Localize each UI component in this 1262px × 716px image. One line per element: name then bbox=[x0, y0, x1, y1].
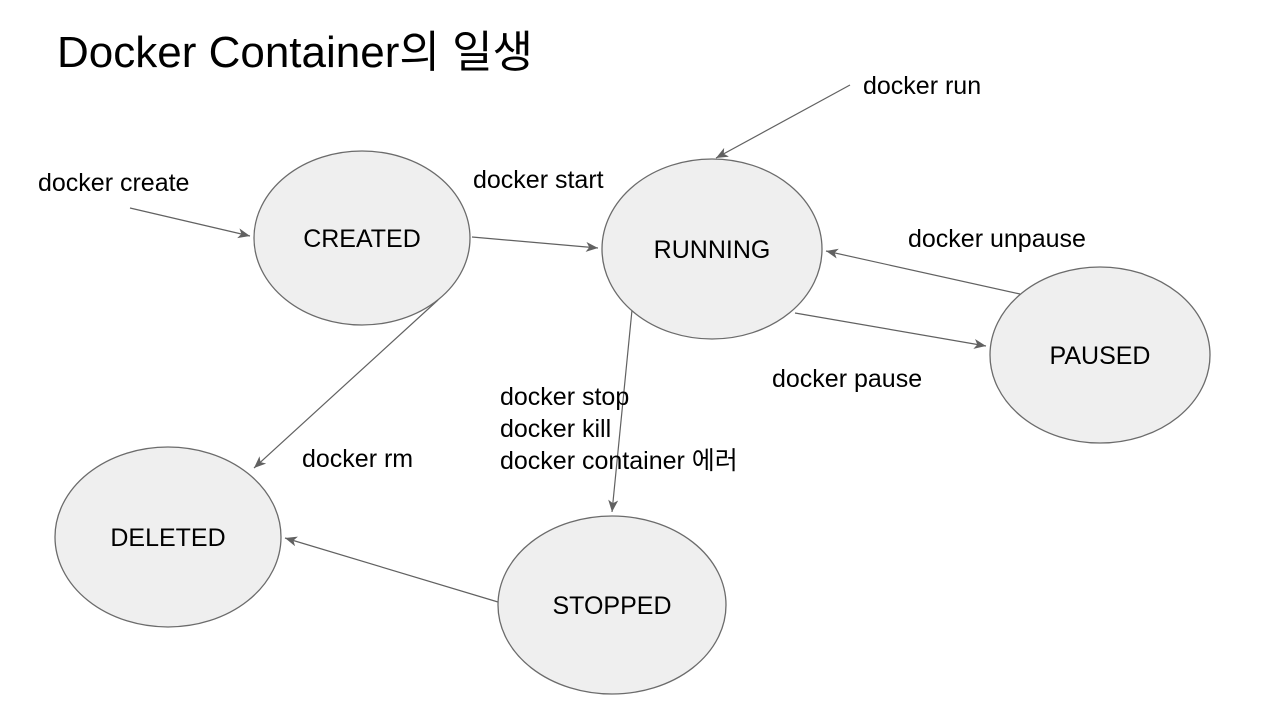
state-node-deleted: DELETED bbox=[54, 446, 282, 628]
arrow-docker-stop-kill bbox=[608, 309, 633, 513]
edge-label-docker-pause: docker pause bbox=[772, 365, 922, 393]
state-node-created: CREATED bbox=[253, 150, 471, 326]
state-label-paused: PAUSED bbox=[1050, 342, 1151, 370]
state-ellipse-deleted bbox=[54, 446, 282, 628]
edge-label-docker-rm: docker rm bbox=[302, 445, 413, 473]
arrow-docker-unpause bbox=[825, 248, 1021, 295]
state-node-paused: PAUSED bbox=[989, 266, 1211, 444]
edge-label-docker-stop-line2: docker kill bbox=[500, 415, 611, 443]
state-label-stopped: STOPPED bbox=[552, 592, 671, 620]
edge-label-docker-run: docker run bbox=[863, 72, 981, 100]
state-label-created: CREATED bbox=[303, 225, 421, 253]
edge-label-docker-create: docker create bbox=[38, 169, 189, 197]
arrow-docker-create bbox=[129, 207, 251, 239]
arrow-docker-start bbox=[471, 236, 599, 252]
edge-label-docker-start: docker start bbox=[473, 166, 604, 194]
arrow-docker-run bbox=[715, 84, 851, 159]
state-ellipse-paused bbox=[989, 266, 1211, 444]
edge-label-docker-stop-line1: docker stop bbox=[500, 383, 629, 411]
arrow-docker-pause bbox=[794, 312, 987, 349]
state-ellipse-running bbox=[601, 158, 823, 340]
state-ellipse-stopped bbox=[497, 515, 727, 695]
state-node-running: RUNNING bbox=[601, 158, 823, 340]
state-ellipse-created bbox=[253, 150, 471, 326]
arrow-docker-rm bbox=[253, 299, 439, 469]
page-title: Docker Container의 일생 bbox=[57, 28, 534, 77]
edge-label-docker-stop-kill: docker stop docker kill docker container… bbox=[500, 383, 738, 475]
edge-label-docker-stop-line3: docker container 에러 bbox=[500, 447, 738, 475]
state-label-running: RUNNING bbox=[654, 236, 771, 264]
state-node-stopped: STOPPED bbox=[497, 515, 727, 695]
state-label-deleted: DELETED bbox=[110, 524, 225, 552]
arrow-stopped-to-deleted bbox=[284, 536, 499, 603]
edge-label-docker-unpause: docker unpause bbox=[908, 225, 1086, 253]
